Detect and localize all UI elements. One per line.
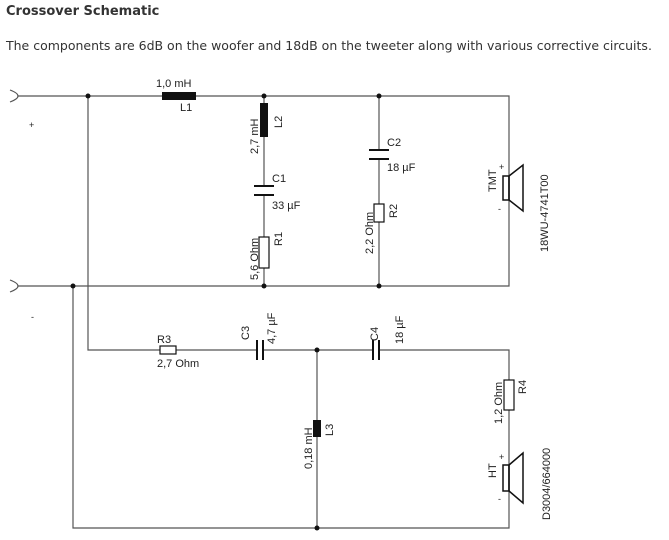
r3-value: 2,7 Ohm xyxy=(157,358,199,370)
input-minus-terminal xyxy=(9,279,19,293)
l3-ref: L3 xyxy=(324,424,336,436)
capacitor-c4 xyxy=(372,340,380,360)
junction-dot xyxy=(376,93,382,99)
resistor-r1 xyxy=(258,236,270,269)
inductor-l3 xyxy=(313,420,321,437)
tweeter-ref: HT xyxy=(487,463,499,478)
capacitor-c1 xyxy=(254,185,274,196)
woofer-ref: TMT xyxy=(487,169,499,192)
c1-ref: C1 xyxy=(272,173,286,185)
woofer-plus: + xyxy=(499,162,504,172)
tweeter-return-wire xyxy=(72,286,510,529)
wires xyxy=(18,95,510,529)
page-description: The components are 6dB on the woofer and… xyxy=(6,38,652,53)
l1-ref: L1 xyxy=(180,102,192,114)
capacitor-c3 xyxy=(256,340,264,360)
tweeter-speaker-icon xyxy=(502,451,524,505)
woofer-model: 18WU-4741T00 xyxy=(539,174,551,252)
input-minus-wire xyxy=(18,200,510,287)
l1-value: 1,0 mH xyxy=(156,78,192,90)
r2-ref: R2 xyxy=(388,204,400,218)
resistor-r3 xyxy=(159,345,177,355)
junction-dot xyxy=(85,93,91,99)
resistor-r4 xyxy=(503,379,515,411)
r3-ref: R3 xyxy=(157,334,171,346)
r4-ref: R4 xyxy=(517,380,529,394)
junctions xyxy=(70,93,382,531)
capacitor-c2 xyxy=(369,149,389,160)
junction-dot xyxy=(314,347,320,353)
c4-value: 18 µF xyxy=(394,315,406,344)
inductor-l1 xyxy=(162,92,196,100)
inductor-l2 xyxy=(260,103,268,137)
c2-value: 18 µF xyxy=(387,162,416,174)
r2-value: 2,2 Ohm xyxy=(364,212,376,254)
r4-value: 1,2 Ohm xyxy=(493,382,505,424)
junction-dot xyxy=(261,283,267,289)
c3-value: 4,7 µF xyxy=(266,312,278,344)
junction-dot xyxy=(314,525,320,531)
tweeter-minus: - xyxy=(498,494,501,504)
woofer-minus: - xyxy=(498,204,501,214)
c3-ref: C3 xyxy=(240,326,252,340)
l3-value: 0,18 mH xyxy=(303,427,315,469)
tweeter-model: D3004/664000 xyxy=(541,448,553,520)
c1-value: 33 µF xyxy=(272,200,301,212)
r1-value: 5,6 Ohm xyxy=(249,238,261,280)
resistor-r2 xyxy=(373,203,385,223)
r1-ref: R1 xyxy=(273,232,285,246)
l2-value: 2,7 mH xyxy=(249,118,261,154)
junction-dot xyxy=(70,283,76,289)
input-plus-label: + xyxy=(29,120,34,130)
input-plus-terminal xyxy=(9,89,19,103)
junction-dot xyxy=(376,283,382,289)
woofer-speaker-icon xyxy=(502,163,524,213)
page-title: Crossover Schematic xyxy=(6,4,160,19)
tweeter-feed-wire xyxy=(87,96,510,465)
input-minus-label: - xyxy=(31,312,34,322)
tweeter-plus: + xyxy=(499,452,504,462)
c4-ref: C4 xyxy=(369,327,381,341)
junction-dot xyxy=(261,93,267,99)
l2-ref: L2 xyxy=(273,116,285,128)
c2-ref: C2 xyxy=(387,137,401,149)
